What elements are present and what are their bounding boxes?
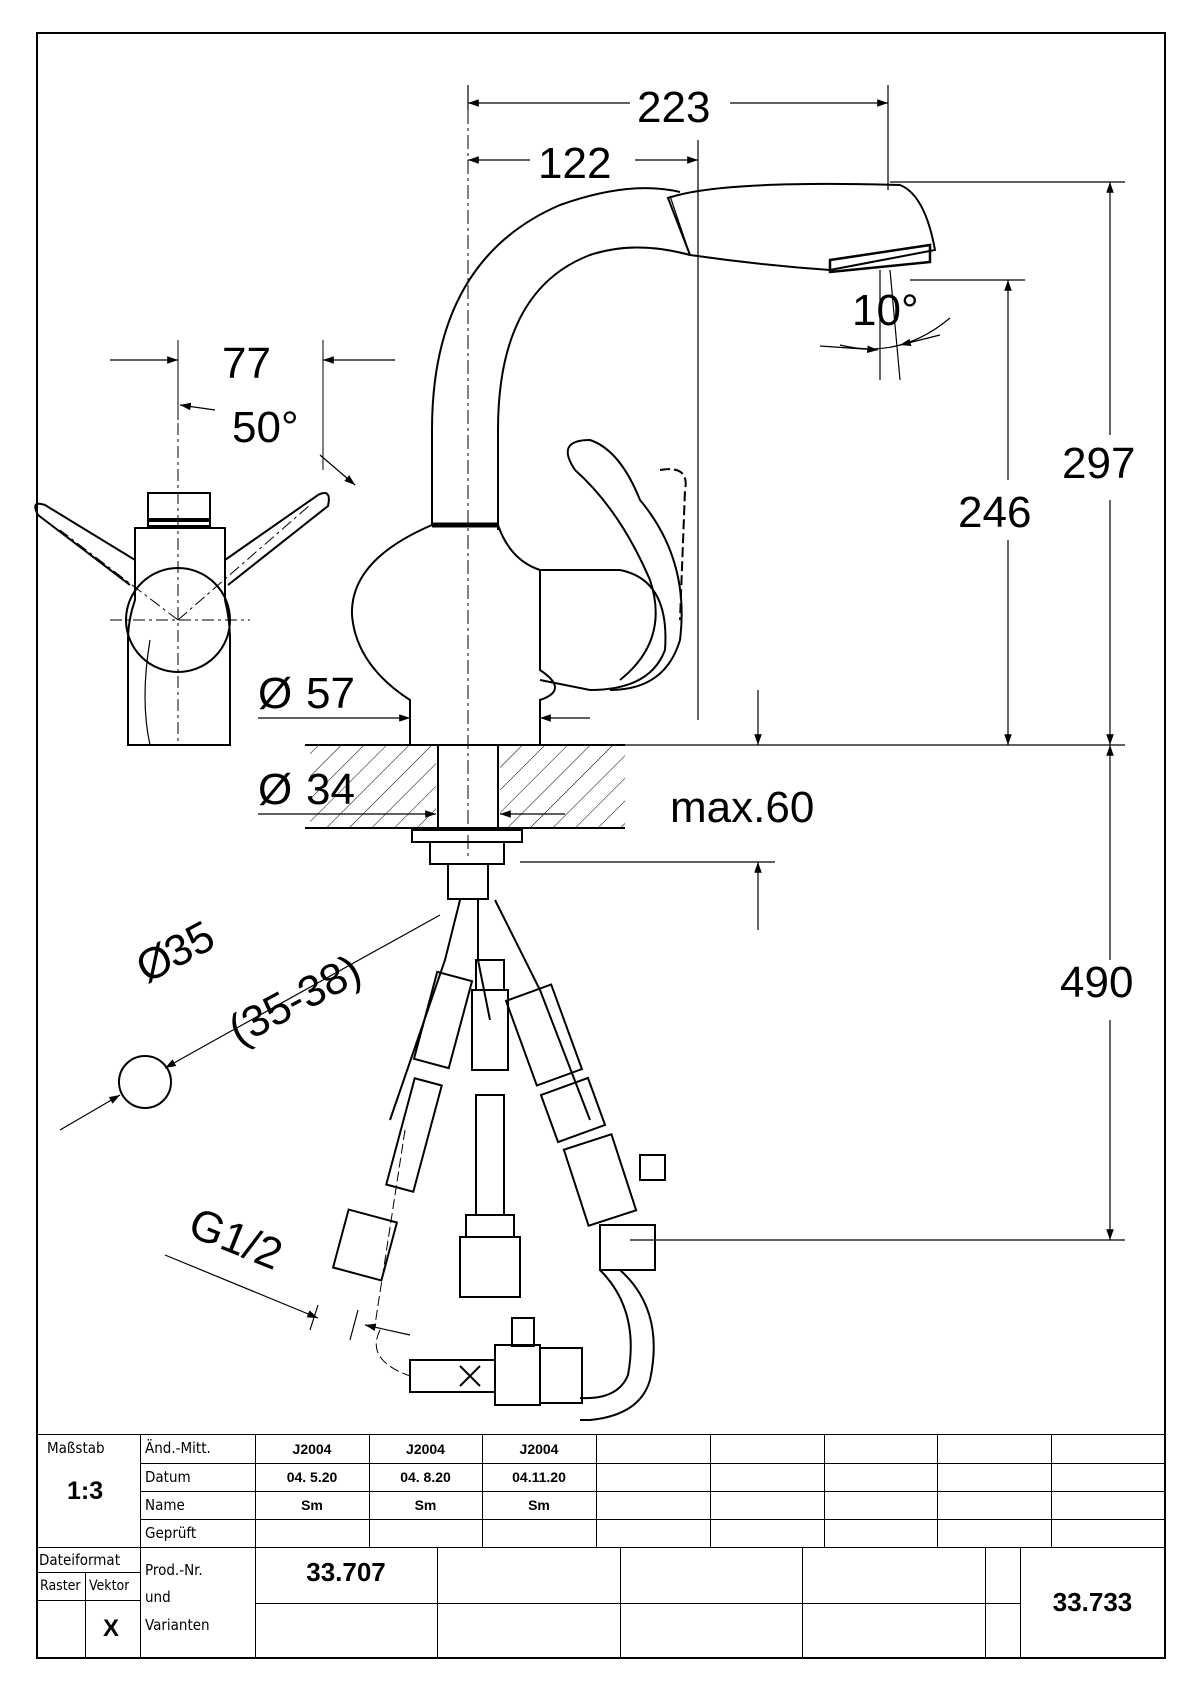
revision-1-name: Sm: [301, 1497, 323, 1513]
massstab-label: Maßstab: [47, 1439, 105, 1457]
revision-3-date: 04.11.20: [512, 1469, 566, 1485]
name-label: Name: [145, 1496, 185, 1514]
prod-nr-label: Prod.-Nr.: [145, 1561, 203, 1579]
revision-3-code: J2004: [519, 1441, 559, 1457]
revision-2-date: 04. 8.20: [400, 1469, 451, 1485]
prod-nr-und-label: und: [145, 1588, 171, 1606]
dim-dia34-label: 34: [306, 765, 355, 814]
geprueft-label: Geprüft: [145, 1524, 197, 1542]
aend-mitt-label: Änd.-Mitt.: [145, 1439, 211, 1457]
dim-122-label: 122: [538, 139, 611, 188]
dim-g12-label: G1/2: [182, 1198, 289, 1279]
dim-77-label: 77: [222, 339, 271, 388]
dim-dia57-symbol: Ø: [258, 669, 292, 718]
product-number: 33.707: [306, 1557, 386, 1587]
dim-dia34-symbol: Ø: [258, 765, 292, 814]
dim-223-label: 223: [637, 83, 710, 132]
dim-dia57-label: 57: [306, 669, 355, 718]
title-block: Maßstab 1:3 Änd.-Mitt. Datum Name Geprüf…: [37, 1434, 1165, 1659]
massstab-value: 1:3: [67, 1477, 104, 1505]
raster-label: Raster: [40, 1578, 81, 1594]
drawing-number: 33.733: [1052, 1587, 1133, 1617]
dim-10-angle-label: 10°: [852, 286, 919, 335]
revision-2-code: J2004: [406, 1441, 445, 1457]
dimension-lines: [59, 85, 1125, 1341]
dim-490-label: 490: [1060, 958, 1133, 1007]
dateiformat-label: Dateiformat: [39, 1551, 120, 1569]
drawing-frame: [36, 32, 1166, 1659]
varianten-label: Varianten: [145, 1616, 210, 1634]
faucet-body: [305, 85, 937, 1421]
revision-2-name: Sm: [414, 1497, 437, 1513]
revision-1-date: 04. 5.20: [286, 1469, 338, 1485]
datum-label: Datum: [145, 1468, 191, 1486]
vektor-checkmark: X: [103, 1615, 120, 1642]
dim-max60-label: max.60: [670, 783, 814, 832]
vektor-label: Vektor: [89, 1578, 130, 1594]
dim-50-angle-label: 50°: [232, 403, 299, 452]
dim-297-label: 297: [1062, 439, 1135, 488]
revision-3-name: Sm: [528, 1497, 550, 1513]
dimension-texts: 223 122 10° 297 246 Ø 57 Ø 34 max.60 490…: [128, 83, 1135, 1280]
revision-1-code: J2004: [292, 1441, 332, 1457]
dim-dia35-38-label: (35-38): [221, 945, 369, 1055]
side-view: [34, 340, 395, 746]
dim-246-label: 246: [958, 488, 1031, 537]
